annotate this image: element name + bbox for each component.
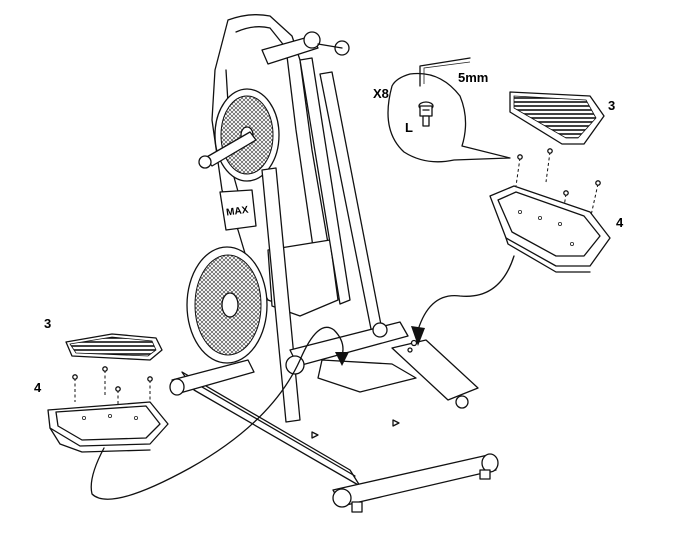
quantity-label: X8 [373,86,389,101]
cover-right-id: 3 [608,98,615,113]
bolt-type-label: L [405,120,413,135]
bolt-icon [418,101,434,127]
pedal-linkage [285,321,479,409]
main-shroud: MAX [186,14,339,364]
assembly-arrows [90,255,515,500]
hardware-callout: X8 5mm L [373,57,511,163]
arrow-head-right [411,326,425,346]
wrench-size-label: 5mm [458,70,488,85]
pedal-cover-right: 3 [509,91,615,247]
pedal-tray-left: 4 [34,380,169,453]
pedal-tray-right: 4 [489,185,624,273]
pedal-cover-left: 3 [44,316,163,412]
tray-left-id: 4 [34,380,42,395]
arrow-head-left [335,352,349,366]
base-frame [169,359,499,513]
tray-right-id: 4 [616,215,624,230]
brand-logo: MAX [219,189,257,231]
cover-left-id: 3 [44,316,51,331]
svg-text:MAX: MAX [226,205,250,219]
